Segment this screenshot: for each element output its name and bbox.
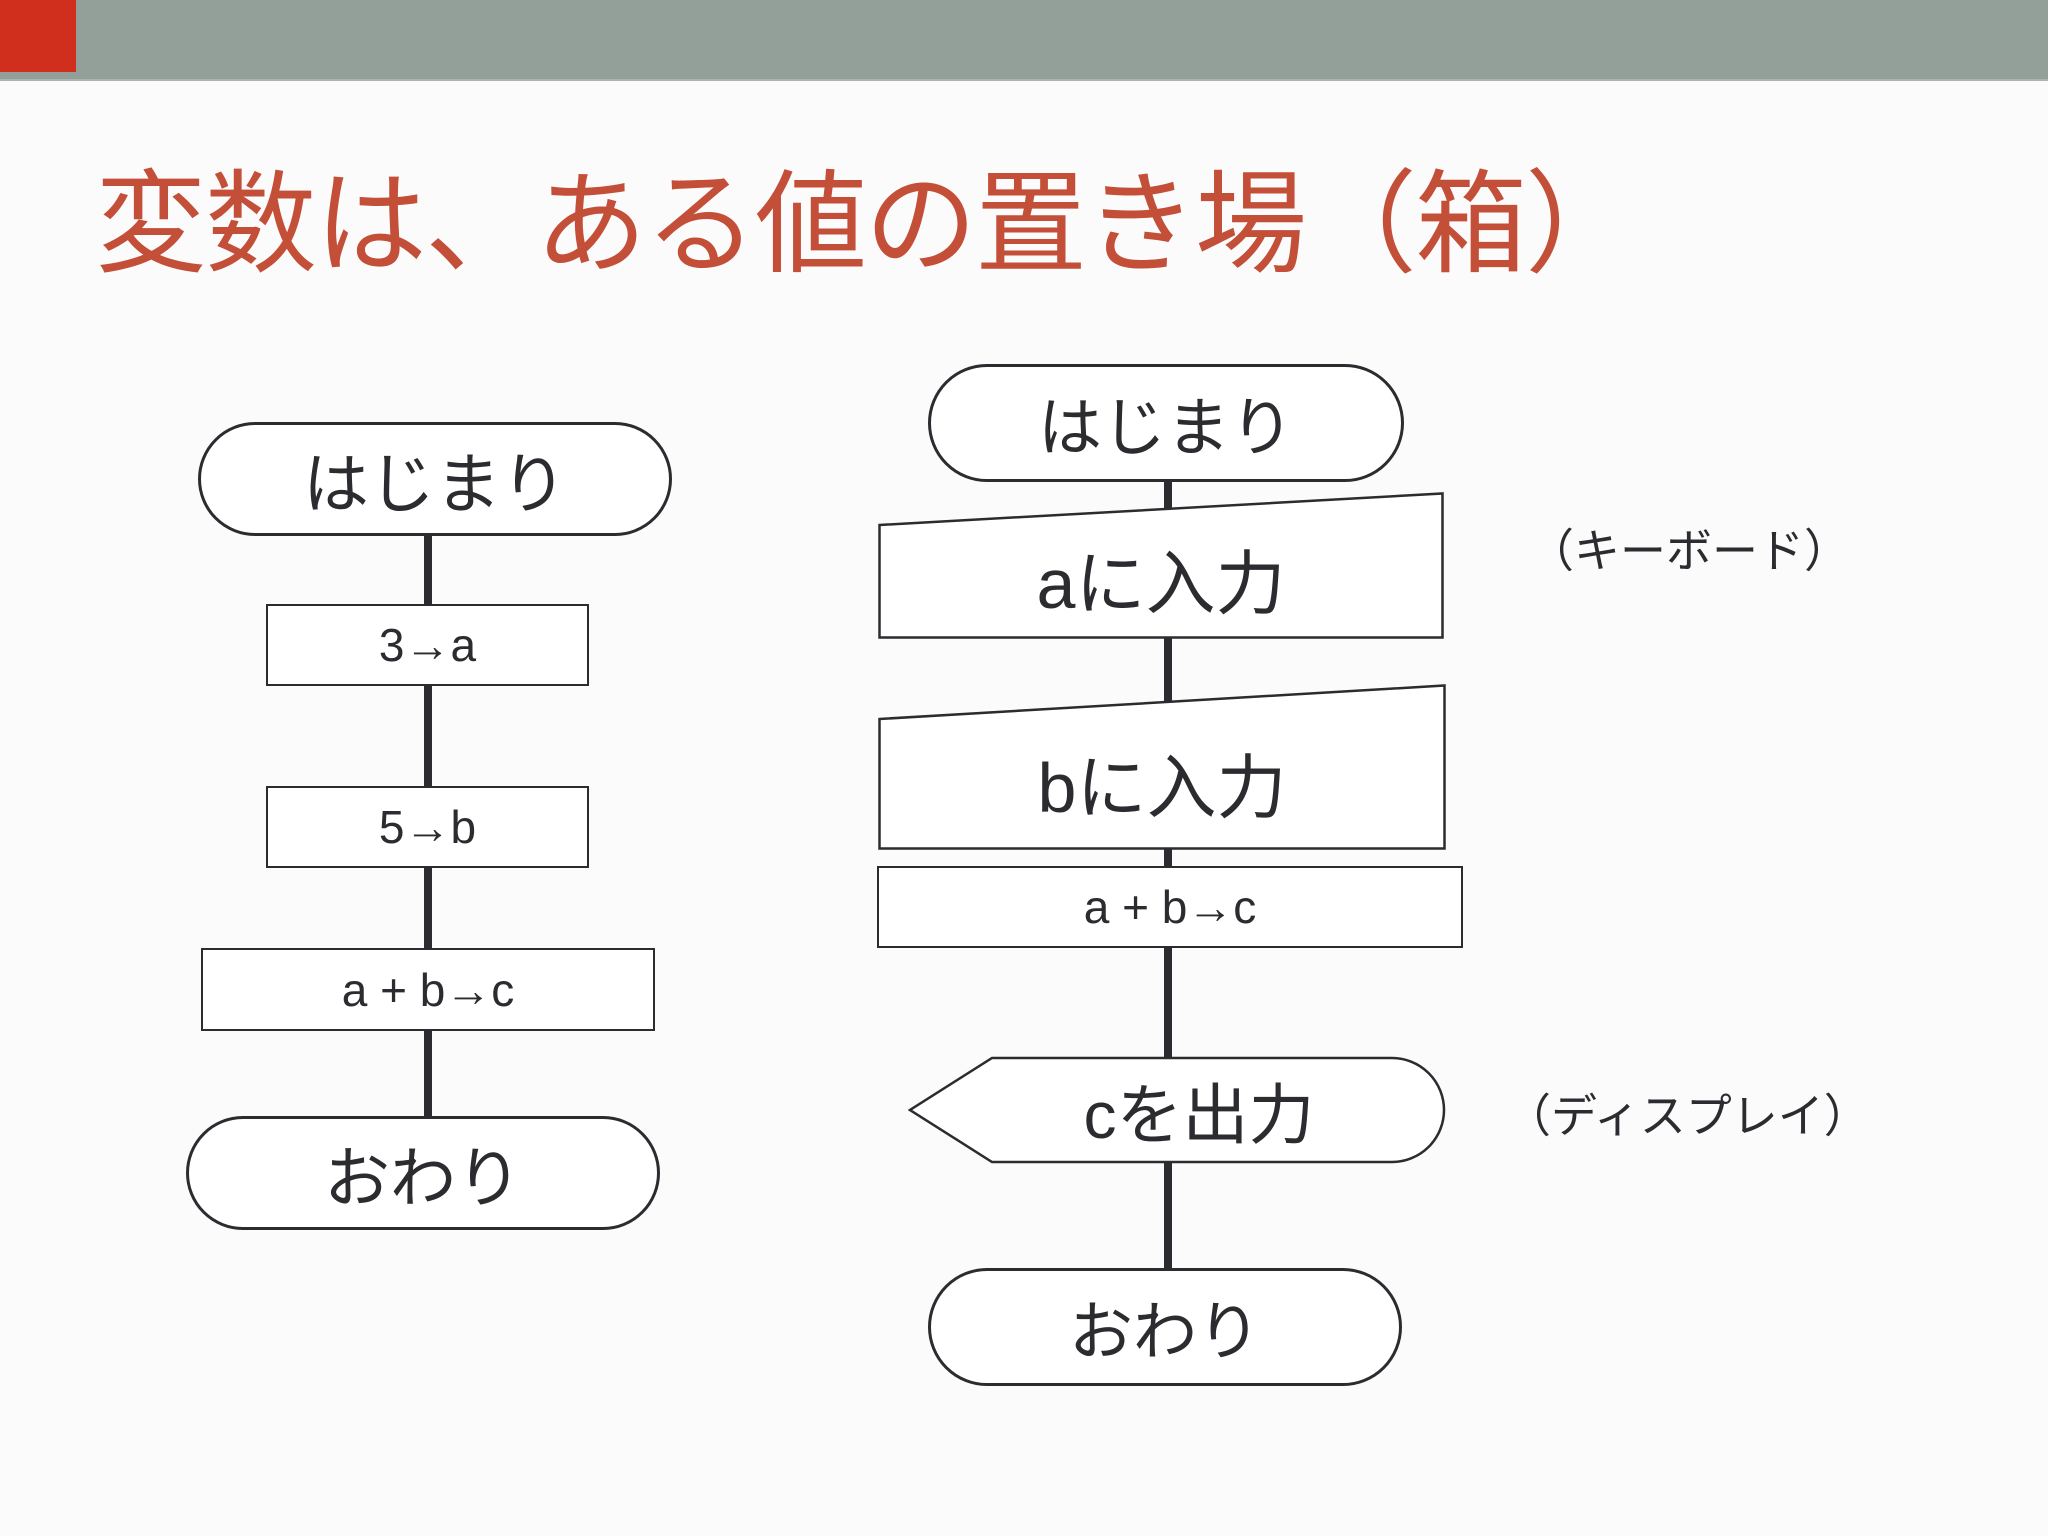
- accent-square: [0, 0, 76, 72]
- manual-input-b-label: bに入力: [1037, 748, 1287, 827]
- terminal-end-left: おわり: [186, 1116, 660, 1230]
- display-output-c-shape: cを出力: [908, 1056, 1448, 1164]
- terminal-end-right: おわり: [928, 1268, 1402, 1386]
- keyboard-annotation: （キーボード）: [1528, 525, 1850, 577]
- display-output-c-label: cを出力: [1083, 1078, 1315, 1152]
- process-3-to-a: 3→a: [266, 604, 589, 686]
- manual-input-b-shape: bに入力: [878, 684, 1446, 850]
- slide-top-bar: [0, 0, 2048, 81]
- terminal-start-right: はじまり: [928, 364, 1404, 482]
- terminal-start-left: はじまり: [198, 422, 672, 536]
- process-a-plus-b-to-c-right: a + b→c: [877, 866, 1463, 948]
- manual-input-shape-outline: [878, 684, 1446, 850]
- manual-input-a-shape: aに入力: [878, 492, 1444, 639]
- manual-input-shape-outline: [878, 492, 1444, 639]
- display-annotation: （ディスプレイ）: [1505, 1090, 1870, 1142]
- manual-input-a-label: aに入力: [1036, 545, 1286, 623]
- process-5-to-b: 5→b: [266, 786, 589, 868]
- slide-title: 変数は、ある値の置き場（箱）: [95, 162, 1637, 287]
- display-shape-outline: [908, 1056, 1446, 1164]
- process-a-plus-b-to-c-left: a + b→c: [201, 948, 655, 1031]
